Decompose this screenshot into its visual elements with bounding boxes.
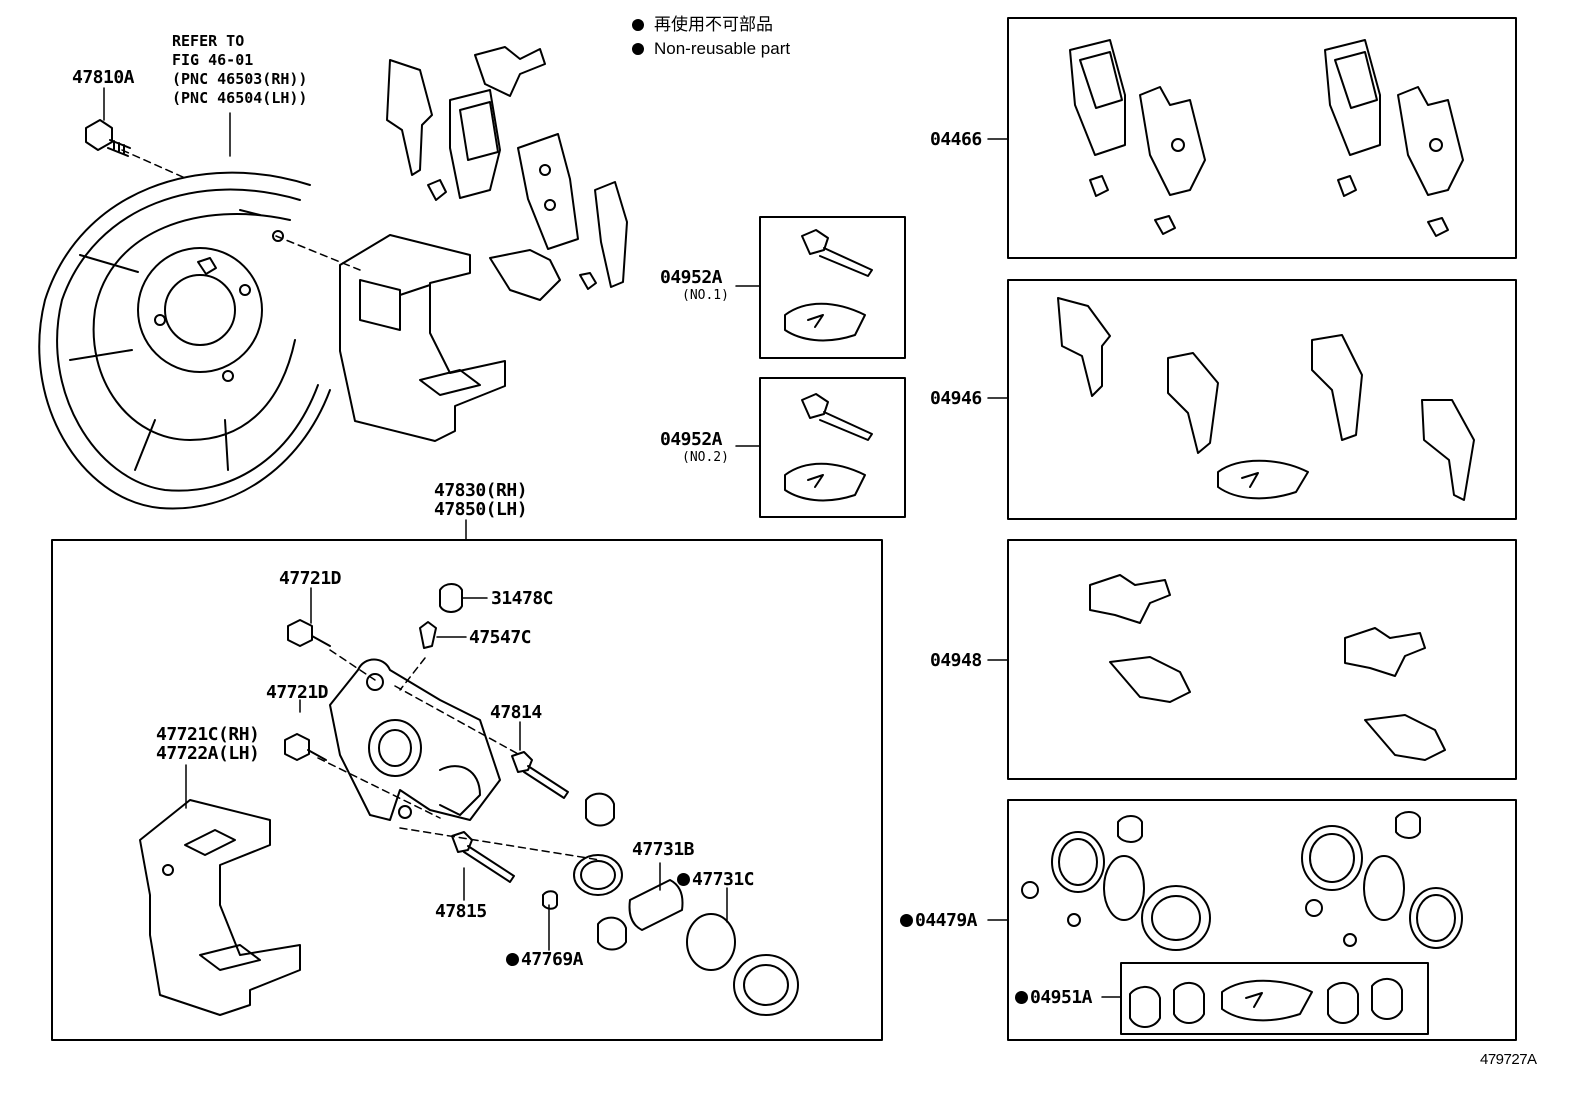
part-label-04948[interactable]: 04948 [930, 650, 982, 671]
non-reusable-dot-icon [632, 19, 644, 31]
non-reusable-dot-icon [632, 43, 644, 55]
part-label-04952A-no2[interactable]: 04952A [660, 429, 723, 450]
small-hardware [284, 583, 799, 1016]
refer-note-line: (PNC 46504(LH)) [172, 89, 308, 107]
non-reusable-dot-icon [506, 953, 519, 966]
dashed-guides [121, 149, 601, 861]
caliper-bracket-top [339, 234, 506, 442]
part-label-line: 47830(RH) [434, 480, 528, 501]
part-sublabel-no1: (NO.1) [682, 288, 729, 303]
legend: 再使用不可部品 Non-reusable part [632, 13, 790, 61]
pin-kit-no2 [784, 393, 873, 502]
part-label-line: 47850(LH) [434, 499, 528, 520]
box-04952A-no1 [759, 216, 906, 359]
part-label-line: 47722A(LH) [156, 743, 260, 764]
bolt-47810A [85, 119, 131, 157]
part-sublabel-no2: (NO.2) [682, 450, 729, 465]
box-04952A-no2 [759, 377, 906, 518]
part-label-04946[interactable]: 04946 [930, 388, 982, 409]
part-label-47830[interactable]: 47830(RH) 47850(LH) [434, 480, 528, 520]
part-label-31478C[interactable]: 31478C [491, 588, 554, 609]
part-label-47769A[interactable]: 47769A [506, 950, 584, 969]
part-label-47814[interactable]: 47814 [490, 702, 542, 723]
part-label-47731C[interactable]: 47731C [677, 870, 755, 889]
part-label-47547C[interactable]: 47547C [469, 627, 532, 648]
part-label-47721D-upper[interactable]: 47721D [279, 568, 342, 589]
dust-shield [38, 171, 331, 510]
non-reusable-dot-icon [1015, 991, 1028, 1004]
part-label-04466[interactable]: 04466 [930, 129, 982, 150]
clips-04948 [1089, 574, 1446, 761]
non-reusable-dot-icon [677, 873, 690, 886]
box-04951A [1120, 962, 1429, 1035]
part-label-line: 47721C(RH) [156, 724, 260, 745]
shims-04946 [1057, 297, 1475, 501]
refer-note-line: REFER TO [172, 32, 245, 50]
box-04948 [1007, 539, 1517, 780]
box-04946 [1007, 279, 1517, 520]
pad-shims-top [386, 46, 628, 301]
part-label-04952A-no1[interactable]: 04952A [660, 267, 723, 288]
part-label-47721D-lower[interactable]: 47721D [266, 682, 329, 703]
non-reusable-dot-icon [900, 914, 913, 927]
refer-note: REFER TO FIG 46-01 (PNC 46503(RH)) (PNC … [172, 32, 307, 108]
seal-kit-04479A [1021, 811, 1463, 951]
pads-04466 [1069, 39, 1464, 237]
part-label-47810A[interactable]: 47810A [72, 67, 135, 88]
refer-note-line: (PNC 46503(RH)) [172, 70, 308, 88]
part-label-47721C[interactable]: 47721C(RH) 47722A(LH) [156, 724, 260, 764]
part-label-04951A[interactable]: 04951A [1015, 988, 1093, 1007]
leader-lines [103, 87, 1122, 998]
caliper-body [329, 658, 501, 821]
box-04466 [1007, 17, 1517, 259]
pin-kit-no1 [784, 229, 873, 342]
caliper-bracket-lower [139, 799, 301, 1016]
part-label-04479A[interactable]: 04479A [900, 911, 978, 930]
legend-jp: 再使用不可部品 [632, 13, 790, 37]
part-label-47731B[interactable]: 47731B [632, 839, 695, 860]
boot-kit-04951A [1129, 978, 1403, 1028]
refer-note-line: FIG 46-01 [172, 51, 254, 69]
legend-en: Non-reusable part [632, 37, 790, 61]
caliper-assembly-box [51, 539, 883, 1041]
figure-id: 479727A [1480, 1051, 1537, 1068]
part-label-47815[interactable]: 47815 [435, 901, 487, 922]
